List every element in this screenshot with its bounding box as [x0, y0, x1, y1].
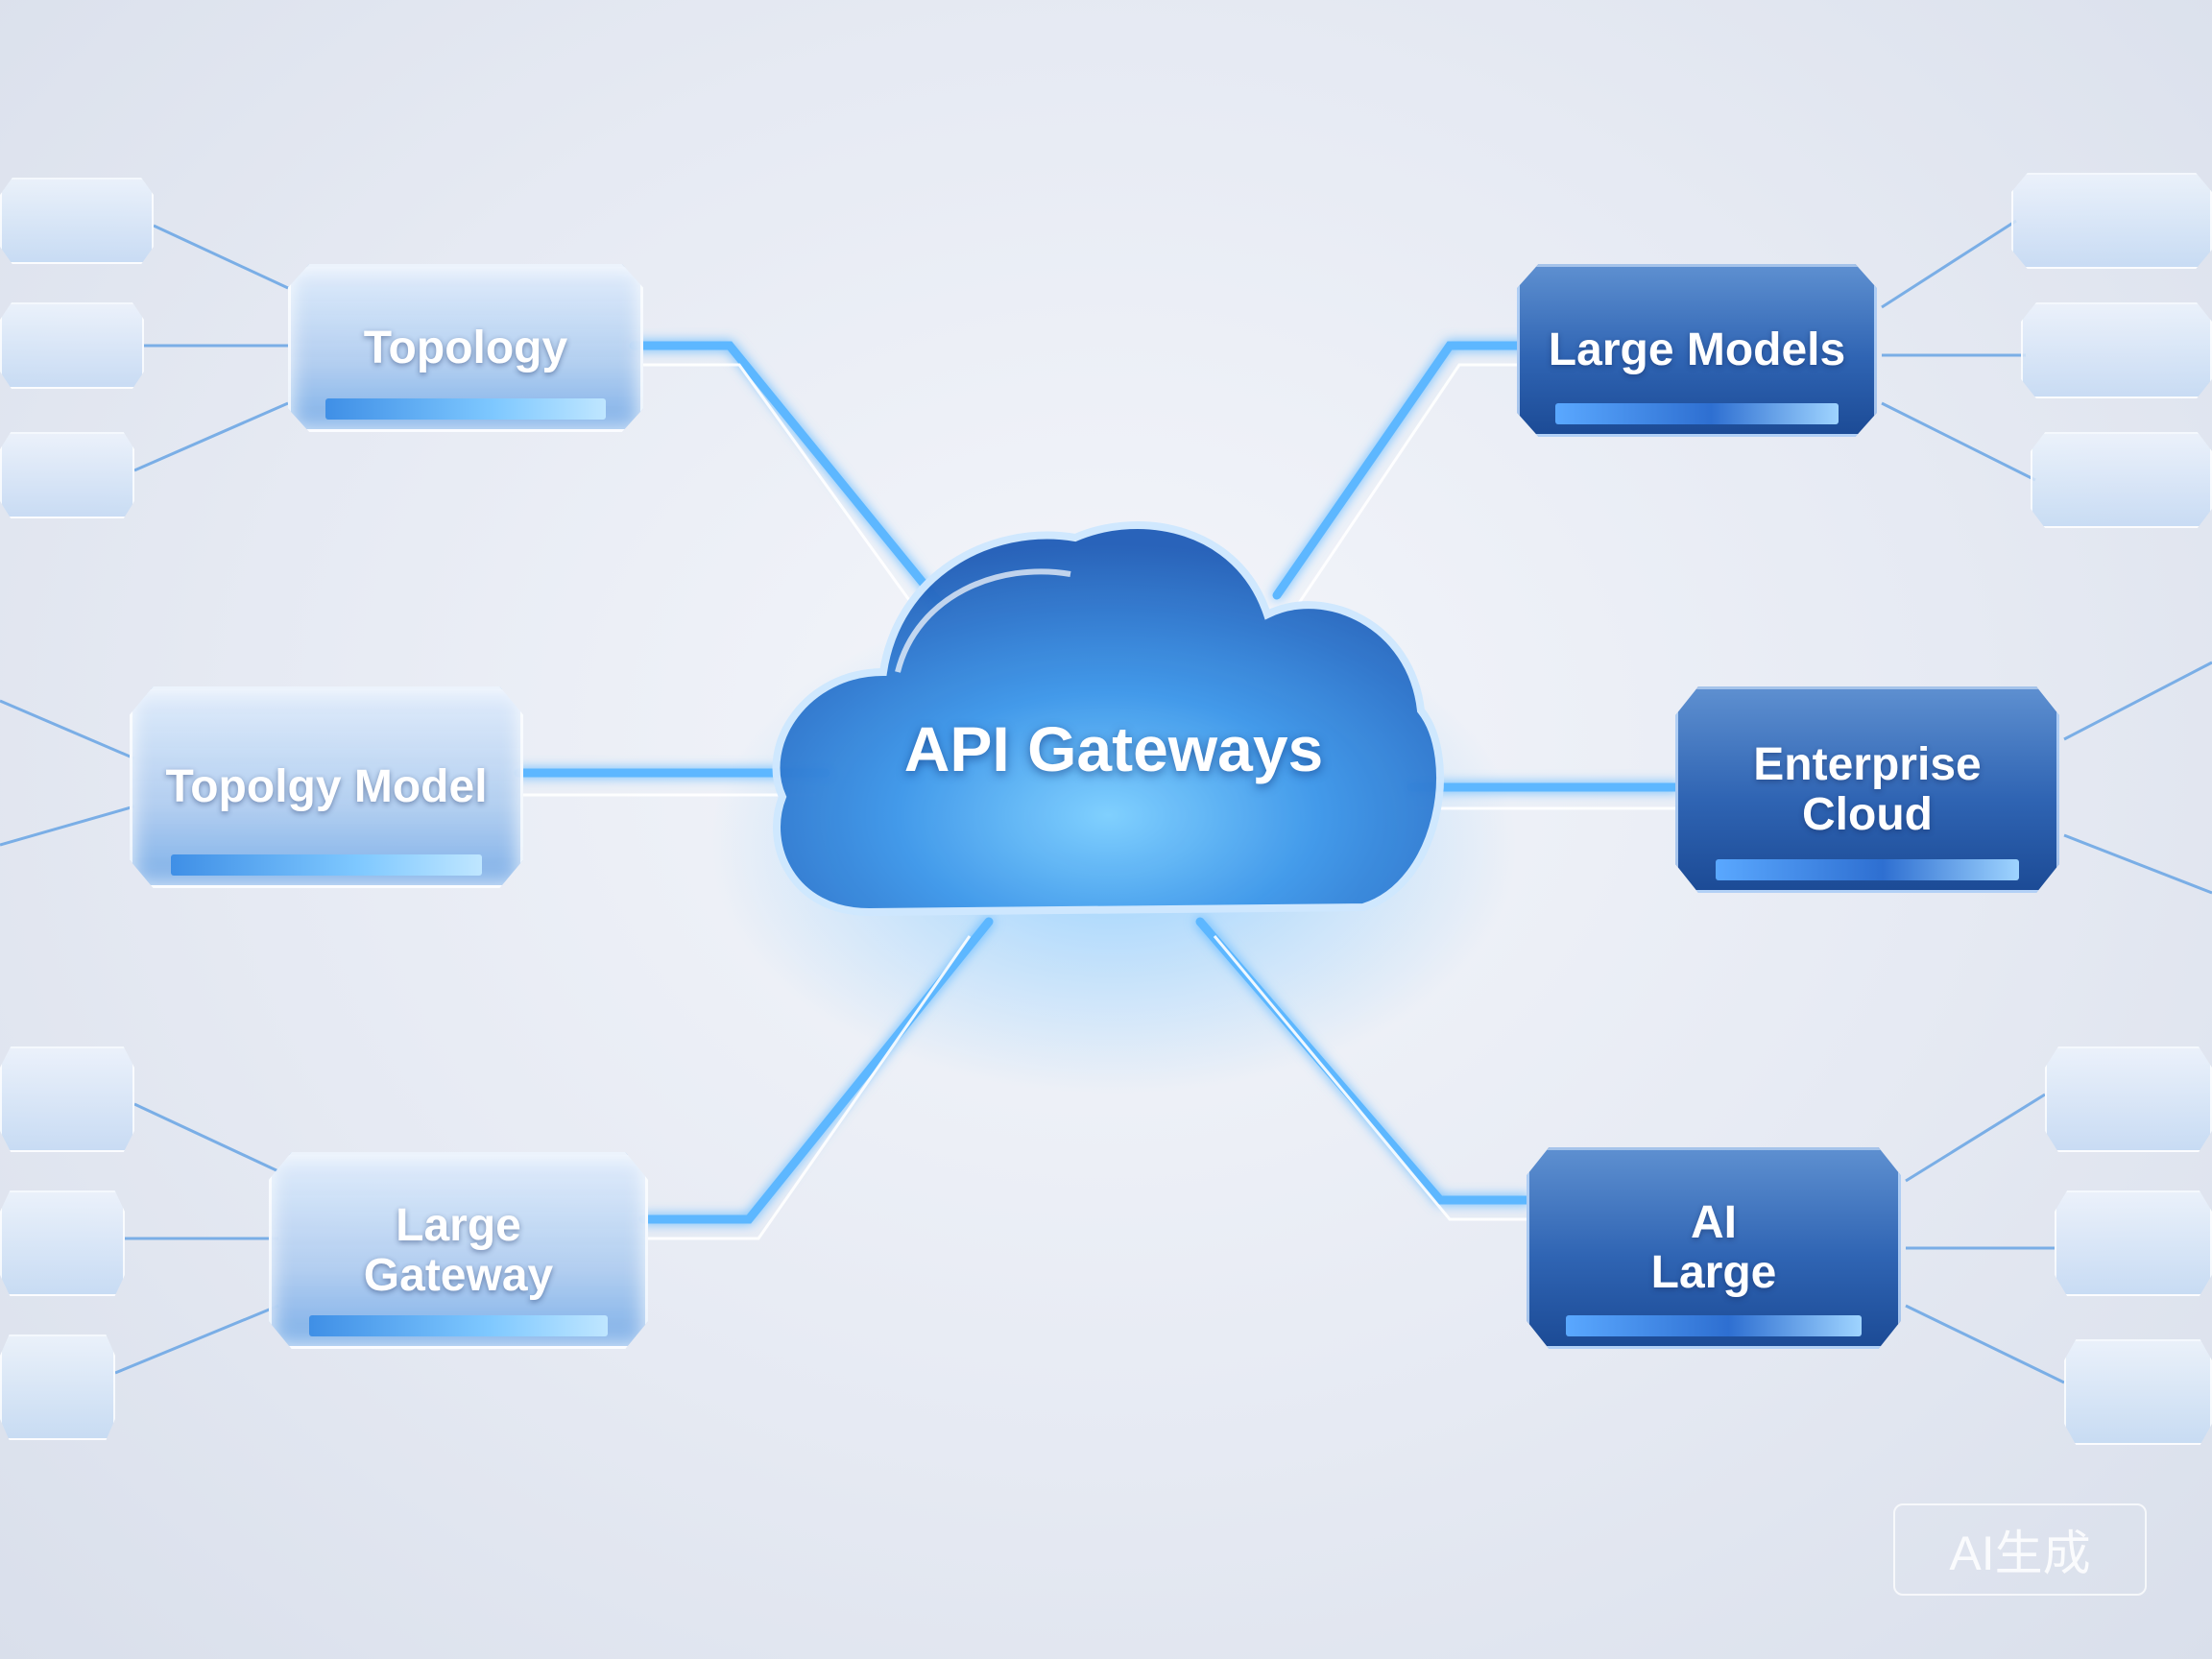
ghost-node — [0, 1334, 115, 1440]
connector-large-models — [1272, 341, 1551, 600]
node-topology-model: Topolgy Model — [130, 686, 523, 888]
node-topology: Topology — [288, 264, 643, 432]
center-node-label: API Gateways — [903, 713, 1324, 784]
outer-links — [0, 219, 2212, 1384]
node-label-line1: Enterprise — [1753, 738, 1982, 790]
ghost-node — [2055, 1190, 2212, 1296]
node-label-line1: Large — [396, 1199, 521, 1251]
ghost-node — [2021, 302, 2212, 398]
ghost-node — [2064, 1339, 2212, 1445]
node-enterprise-cloud: Enterprise Cloud — [1675, 686, 2059, 893]
node-label-line2: Gateway — [363, 1249, 554, 1301]
node-accent-bar — [171, 854, 482, 876]
node-ai-large: AI Large — [1527, 1147, 1901, 1349]
ghost-node — [2011, 173, 2212, 269]
node-accent-bar — [1716, 859, 2019, 880]
node-accent-bar — [325, 398, 606, 420]
ghost-node — [0, 178, 154, 264]
ghost-node — [0, 302, 144, 389]
node-label: Topolgy Model — [165, 761, 488, 813]
cloud-shape — [772, 521, 1444, 917]
node-label-line2: Large — [1650, 1247, 1777, 1298]
node-accent-bar — [1554, 403, 1839, 424]
node-label: Large Models — [1548, 325, 1846, 376]
ghost-node — [0, 1190, 125, 1296]
cloud-highlight — [895, 568, 1071, 673]
node-label-line1: AI — [1691, 1197, 1737, 1249]
ghost-node — [0, 1046, 134, 1152]
node-label-line2: Cloud — [1802, 788, 1933, 840]
secondary-connectors — [518, 363, 1675, 1240]
node-accent-bar — [308, 1315, 609, 1336]
ghost-node — [2031, 432, 2212, 528]
ghost-node — [0, 432, 134, 518]
ai-generated-watermark: AI生成 — [1893, 1503, 2147, 1596]
node-label: Topology — [363, 322, 568, 373]
connector-topology — [629, 341, 946, 610]
node-accent-bar — [1566, 1315, 1862, 1336]
node-large-models: Large Models — [1517, 264, 1877, 437]
ghost-node — [2045, 1046, 2212, 1152]
node-large-gateway: Large Gateway — [269, 1152, 648, 1349]
